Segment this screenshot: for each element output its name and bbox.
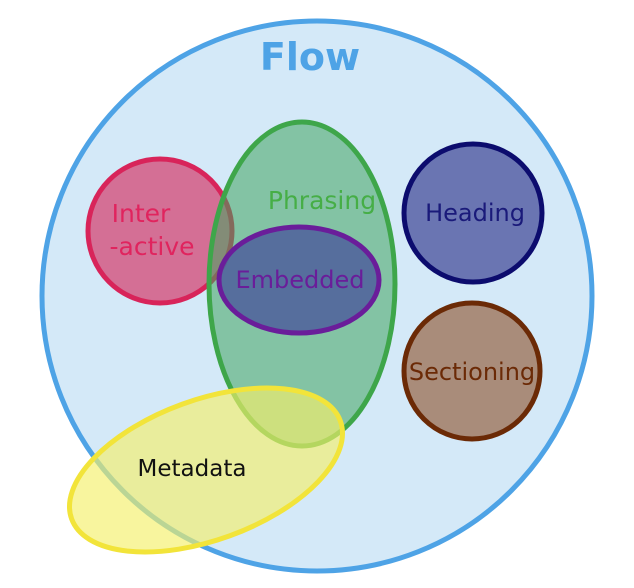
embedded-ellipse xyxy=(219,227,379,333)
metadata-ellipse xyxy=(69,388,343,552)
embedded-ellipse-outline xyxy=(216,224,382,336)
flow-circle-outline xyxy=(39,18,595,574)
phrasing-label: Phrasing xyxy=(268,186,376,215)
heading-label: Heading xyxy=(425,199,525,227)
interactive-circle xyxy=(88,159,232,303)
metadata-ellipse-outline xyxy=(67,385,345,555)
sectioning-label: Sectioning xyxy=(409,358,535,386)
flow-label: Flow xyxy=(260,35,360,79)
sectioning-circle-outline xyxy=(401,300,543,442)
heading-circle-outline xyxy=(401,141,545,285)
sectioning-circle xyxy=(404,303,540,439)
interactive-label-line1: Inter xyxy=(112,199,171,228)
embedded-label: Embedded xyxy=(235,266,364,294)
heading-circle xyxy=(404,144,542,282)
metadata-label: Metadata xyxy=(138,456,247,482)
interactive-label-line2: -active xyxy=(109,232,194,261)
